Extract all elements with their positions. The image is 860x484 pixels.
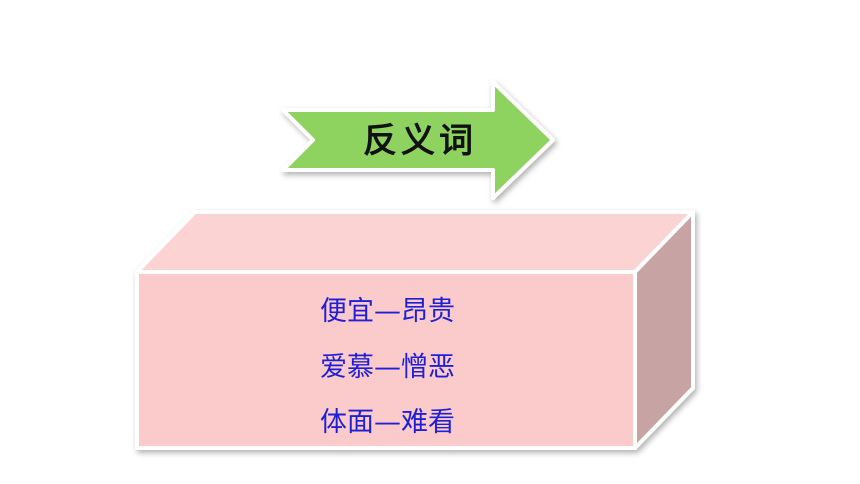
antonym-pair-1: 便宜—昂贵	[320, 296, 455, 327]
antonym-pair-2: 爱慕—憎恶	[320, 352, 455, 383]
box-front-face	[135, 270, 637, 450]
antonym-list: 便宜—昂贵 爱慕—憎恶 体面—难看	[140, 272, 635, 444]
box-3d	[135, 210, 695, 450]
box-top-face	[135, 210, 695, 274]
arrow-shape	[281, 80, 555, 200]
arrow-title: 反义词	[363, 121, 477, 161]
antonym-pair-3: 体面—难看	[320, 407, 455, 438]
